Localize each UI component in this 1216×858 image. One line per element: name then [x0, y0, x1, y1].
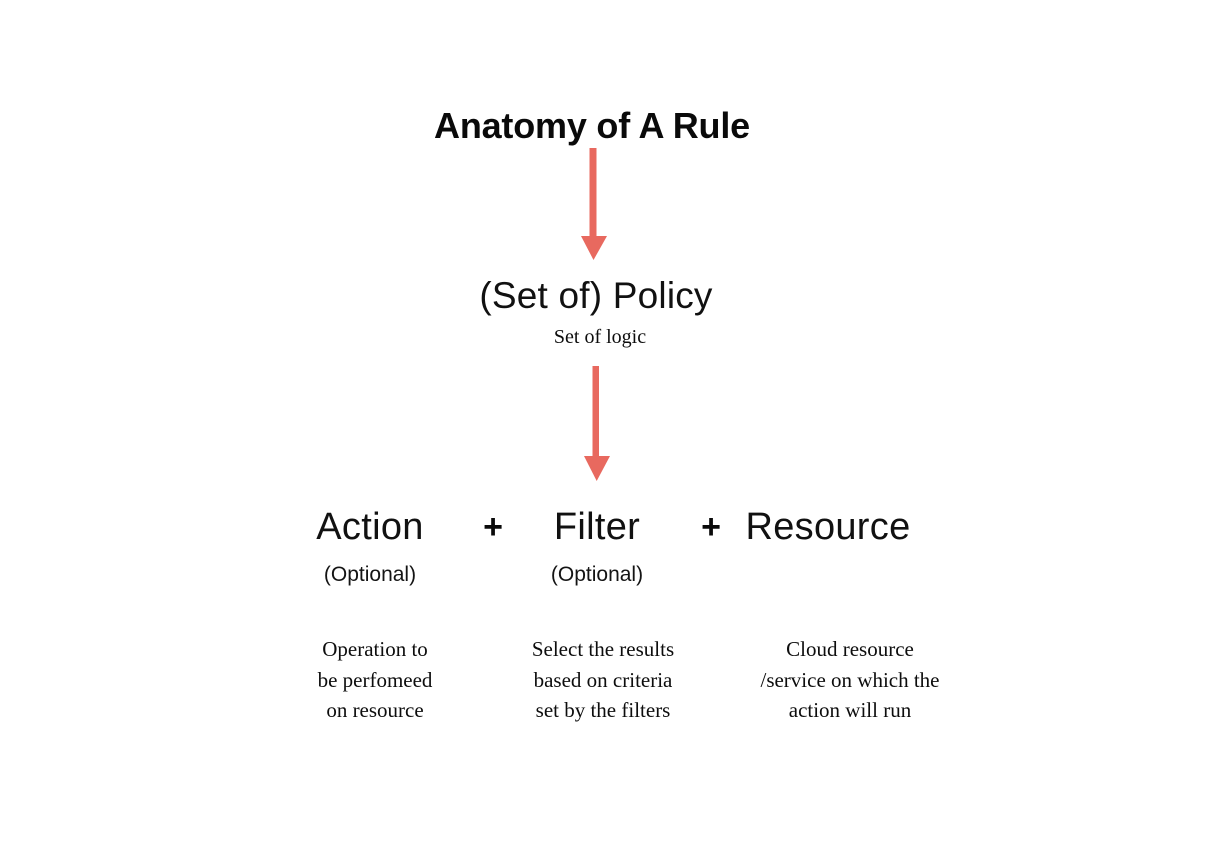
description-action-line-1: Operation to: [322, 637, 428, 661]
policy-subtitle: Set of logic: [553, 326, 647, 348]
optional-tag-action: (Optional): [323, 563, 417, 586]
component-term-action: Action: [316, 506, 424, 548]
policy-label: (Set of) Policy: [479, 275, 713, 316]
component-term-resource: Resource: [745, 506, 911, 548]
page-title: Anatomy of A Rule: [434, 105, 750, 146]
description-resource: Cloud resource /service on which the act…: [715, 634, 985, 726]
components-row: Action + Filter + Resource: [0, 498, 1216, 568]
description-resource-line-2: /service on which the: [760, 667, 940, 692]
description-resource-line-1: Cloud resource: [786, 637, 914, 661]
description-action: Operation to be perfomeed on resource: [255, 634, 495, 726]
description-action-line-2: be perfomeed: [317, 667, 433, 692]
description-filter-line-2: based on criteria: [533, 667, 673, 692]
plus-operator-2: +: [701, 508, 721, 546]
plus-operator-1: +: [483, 508, 503, 546]
description-filter-line-1: Select the results: [531, 637, 675, 661]
optional-tag-filter: (Optional): [550, 563, 644, 586]
component-term-filter: Filter: [553, 506, 641, 548]
description-filter-line-3: set by the filters: [535, 698, 671, 722]
description-resource-line-3: action will run: [788, 698, 912, 722]
description-action-line-3: on resource: [326, 698, 424, 722]
description-filter: Select the results based on criteria set…: [483, 634, 723, 726]
down-arrow-icon-title-to-policy: [566, 148, 622, 264]
down-arrow-icon-policy-to-components: [569, 366, 625, 486]
